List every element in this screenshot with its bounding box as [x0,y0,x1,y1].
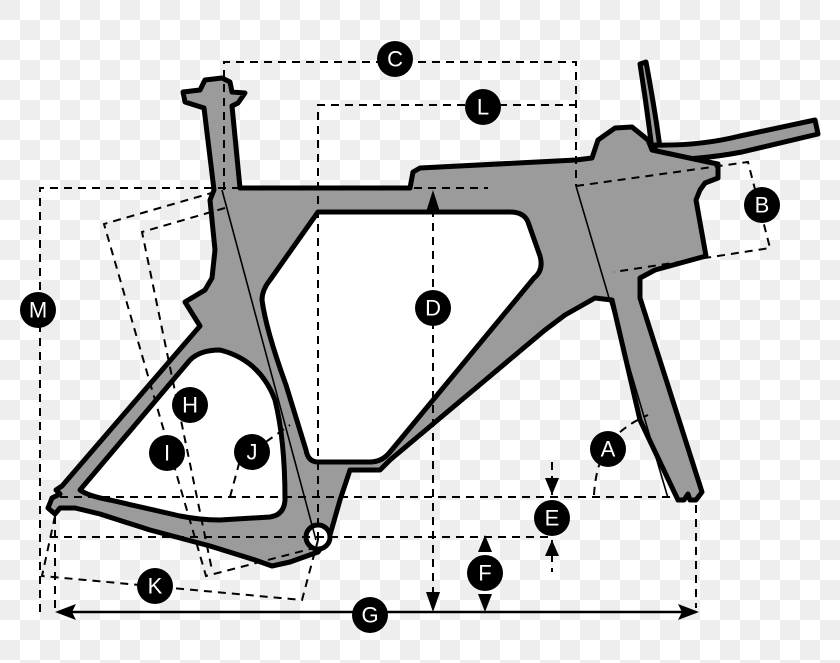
label-M-badge: M [20,292,56,328]
svg-text:F: F [478,561,491,586]
svg-text:A: A [601,437,616,462]
label-F-badge: F [467,555,503,591]
bike-frame [45,75,721,569]
label-J-badge: J [234,434,270,470]
label-G-badge: G [352,597,388,633]
svg-text:C: C [387,47,403,72]
label-I-badge: I [149,435,185,471]
label-K-badge: K [137,568,173,604]
svg-text:D: D [425,296,441,321]
svg-text:H: H [182,393,198,418]
svg-text:K: K [148,574,163,599]
svg-text:J: J [247,440,258,465]
label-B-badge: B [744,187,780,223]
label-E-badge: E [534,500,570,536]
label-A-badge: A [590,431,626,467]
dimension-lines [39,61,772,620]
svg-text:B: B [755,193,770,218]
svg-text:I: I [164,441,170,466]
svg-text:L: L [477,95,489,120]
svg-text:E: E [545,506,560,531]
label-C-badge: C [377,41,413,77]
label-H-badge: H [172,387,208,423]
label-L-badge: L [465,89,501,125]
label-D-badge: D [415,290,451,326]
svg-text:G: G [361,603,378,628]
aerobar [637,59,821,163]
centerlines [221,185,669,541]
svg-text:M: M [29,298,47,323]
